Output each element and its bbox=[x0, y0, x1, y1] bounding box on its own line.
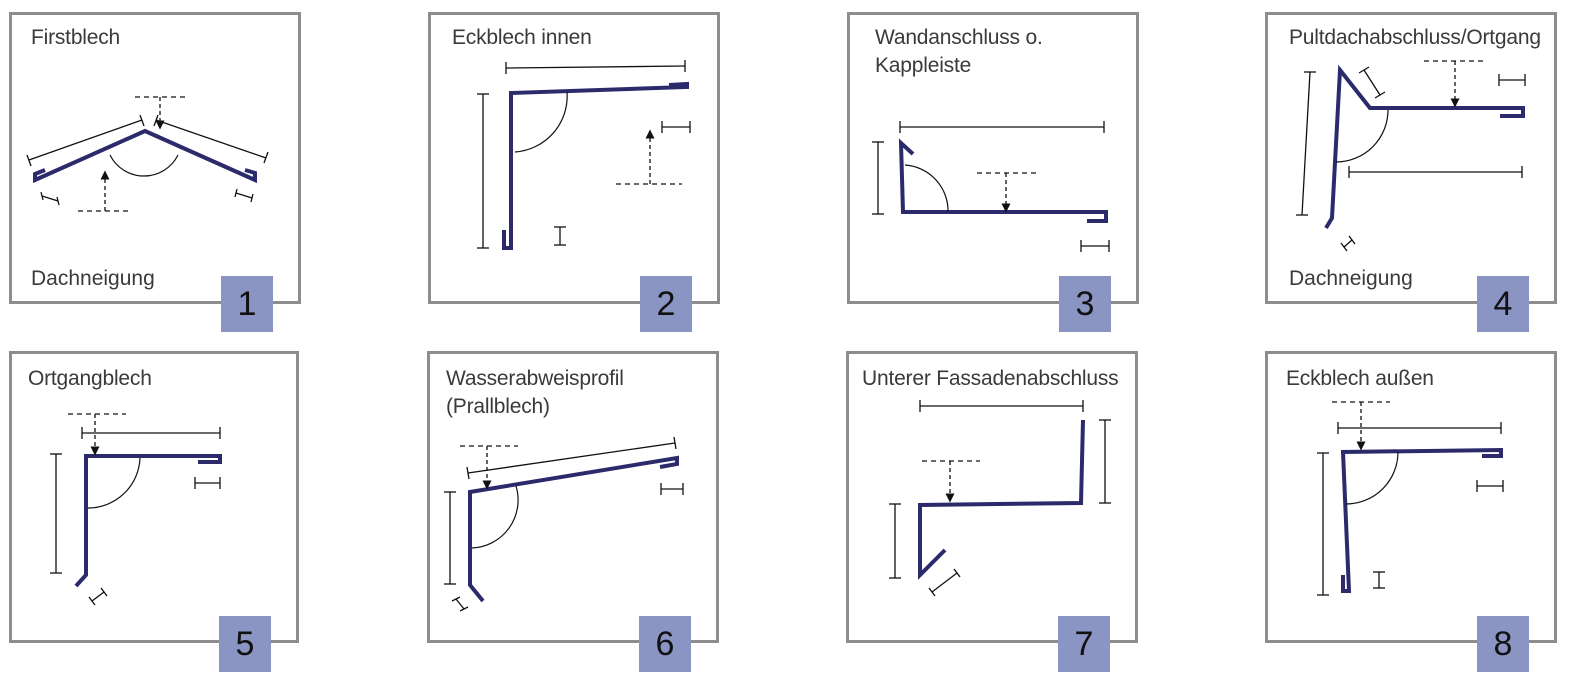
ridge-profile-sketch bbox=[26, 96, 269, 212]
monopitch-edge-profile-sketch bbox=[1296, 60, 1526, 252]
panel-number-badge: 5 bbox=[219, 616, 271, 672]
panel-7: Unterer Fassadenabschluss bbox=[846, 351, 1138, 643]
panel-number-badge: 1 bbox=[221, 276, 273, 332]
panel-bottom-label: Dachneigung bbox=[31, 267, 155, 290]
panel-title: Pultdachabschluss/Ortgang bbox=[1289, 26, 1541, 49]
panel-number-badge: 8 bbox=[1477, 616, 1529, 672]
panel-3: Wandanschluss o. Kappleiste bbox=[847, 12, 1139, 304]
inner-corner-profile-sketch bbox=[477, 60, 691, 250]
panel-number-badge: 7 bbox=[1058, 616, 1110, 672]
panel-5: Ortgangblech bbox=[9, 351, 299, 643]
panel-2: Eckblech innen bbox=[428, 12, 720, 304]
panel-number-badge: 2 bbox=[640, 276, 692, 332]
panel-title: Unterer Fassadenabschluss bbox=[862, 367, 1119, 390]
verge-profile-sketch bbox=[50, 413, 222, 606]
panel-title: Wasserabweisprofil (Prallblech) bbox=[446, 367, 624, 418]
panel-number-badge: 6 bbox=[639, 616, 691, 672]
panel-title: Ortgangblech bbox=[28, 367, 152, 390]
panel-number-badge: 4 bbox=[1477, 276, 1529, 332]
panel-title: Eckblech innen bbox=[452, 26, 592, 49]
panel-bottom-label: Dachneigung bbox=[1289, 267, 1413, 290]
panel-title: Eckblech außen bbox=[1286, 367, 1434, 390]
water-deflector-profile-sketch bbox=[444, 436, 684, 612]
panel-title: Firstblech bbox=[31, 26, 121, 49]
panel-4: Pultdachabschluss/Ortgang Dachneigung bbox=[1265, 12, 1557, 304]
panel-number-badge: 3 bbox=[1059, 276, 1111, 332]
wall-connection-profile-sketch bbox=[872, 121, 1110, 252]
outer-corner-profile-sketch bbox=[1317, 401, 1504, 596]
facade-base-profile-sketch bbox=[889, 400, 1111, 597]
panel-8: Eckblech außen bbox=[1265, 351, 1557, 643]
panel-title: Wandanschluss o. Kappleiste bbox=[875, 26, 1043, 77]
panel-1: Firstblech Dachneigung bbox=[9, 12, 301, 304]
